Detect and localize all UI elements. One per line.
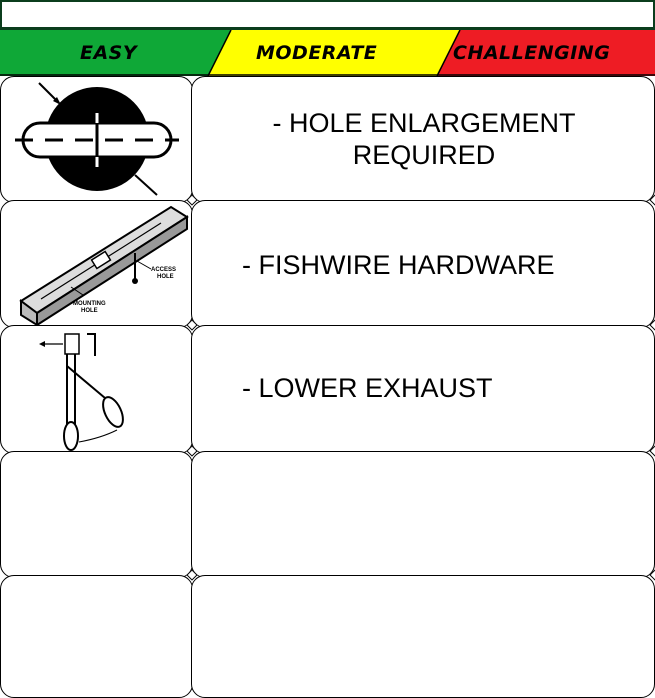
difficulty-easy-band <box>0 30 231 76</box>
row-1-icon-cell <box>0 76 193 203</box>
row-3-text-cell: - LOWER EXHAUST <box>191 325 655 454</box>
difficulty-moderate-band <box>208 30 460 76</box>
row-2-caption: - FISHWIRE HARDWARE <box>242 249 555 281</box>
row-3-caption: - LOWER EXHAUST <box>242 372 493 404</box>
access-label-2: HOLE <box>157 274 174 280</box>
difficulty-challenging-band <box>437 30 655 76</box>
mounting-label-2: HOLE <box>81 308 98 314</box>
row-1-caption-line-1: - HOLE ENLARGEMENT <box>272 108 576 138</box>
difficulty-scale <box>0 30 655 76</box>
row-1-caption-line-2: REQUIRED <box>352 140 496 170</box>
difficulty-moderate-label: MODERATE <box>256 42 378 64</box>
mounting-label-1: MOUNTING <box>73 301 106 307</box>
access-label-1: ACCESS <box>151 267 176 273</box>
row-5-text-cell <box>191 575 655 698</box>
row-3-caption-line-1: - LOWER EXHAUST <box>242 373 493 403</box>
difficulty-challenging-label: CHALLENGING <box>453 42 611 64</box>
header-bar <box>0 0 655 30</box>
row-1-caption: - HOLE ENLARGEMENT REQUIRED <box>192 107 654 171</box>
difficulty-scale-graphic <box>0 30 655 76</box>
row-5-icon-cell <box>0 575 193 698</box>
row-2-caption-line-1: - FISHWIRE HARDWARE <box>242 250 555 280</box>
lower-exhaust-icon <box>39 333 124 451</box>
row-1-text-cell: - HOLE ENLARGEMENT REQUIRED <box>191 76 655 203</box>
fishwire-hardware-icon: ACCESS HOLE MOUNTING HOLE <box>19 205 189 327</box>
difficulty-easy-label: EASY <box>80 42 138 64</box>
row-3-icon-cell <box>0 325 193 454</box>
hole-enlargement-icon <box>15 82 179 196</box>
row-4-icon-cell <box>0 451 193 578</box>
row-2-icon-cell: ACCESS HOLE MOUNTING HOLE <box>0 200 193 328</box>
instruction-grid: - HOLE ENLARGEMENT REQUIRED ACCESS HOLE … <box>0 76 655 698</box>
row-2-text-cell: - FISHWIRE HARDWARE <box>191 200 655 328</box>
row-4-text-cell <box>191 451 655 578</box>
